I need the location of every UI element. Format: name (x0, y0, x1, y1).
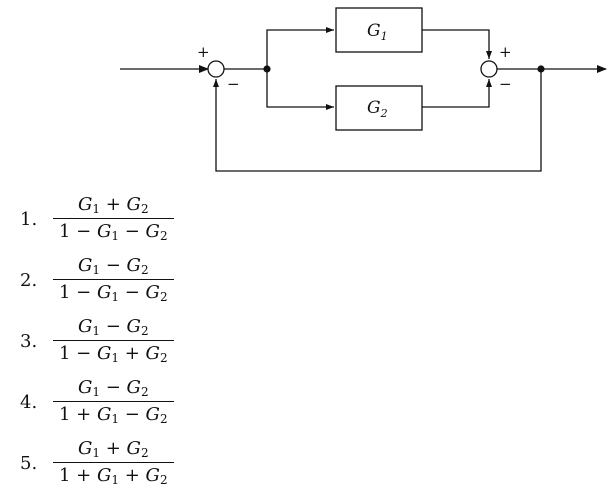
block-g2 (335, 85, 423, 131)
block-diagram: + − G1 G2 + − G1 G2 (120, 7, 607, 172)
sum2-plus-sign: + (499, 43, 512, 61)
signal-line-to-g1 (266, 27, 334, 69)
fraction-numerator: G1 − G2 (77, 316, 149, 338)
signal-line-to-g2 (266, 69, 334, 110)
option-number: 1. (20, 208, 38, 230)
summing-junction-2 (480, 60, 498, 78)
option-number: 4. (20, 391, 38, 413)
block-g1 (335, 7, 423, 53)
option-number: 5. (20, 452, 38, 474)
option-number: 3. (20, 330, 38, 352)
sum1-minus-sign: − (227, 75, 240, 93)
fraction-denominator: 1 − G1 − G2 (53, 279, 174, 304)
fraction-numerator: G1 − G2 (77, 255, 149, 277)
fraction-numerator: G1 − G2 (77, 377, 149, 399)
signal-line-g2-to-sum2 (422, 79, 492, 108)
signal-line-g1-to-sum2 (422, 29, 492, 59)
fraction-numerator: G1 + G2 (77, 194, 149, 216)
fraction-denominator: 1 − G1 + G2 (53, 340, 174, 365)
fraction-numerator: G1 + G2 (77, 438, 149, 460)
sum1-plus-sign: + (197, 43, 210, 61)
sum2-minus-sign: − (499, 75, 512, 93)
fraction-denominator: 1 + G1 + G2 (53, 462, 174, 487)
option-number: 2. (20, 269, 38, 291)
fraction-denominator: 1 − G1 − G2 (53, 218, 174, 243)
summing-junction-1 (207, 60, 225, 78)
feedback-line (213, 69, 542, 172)
fraction-denominator: 1 + G1 − G2 (53, 401, 174, 426)
